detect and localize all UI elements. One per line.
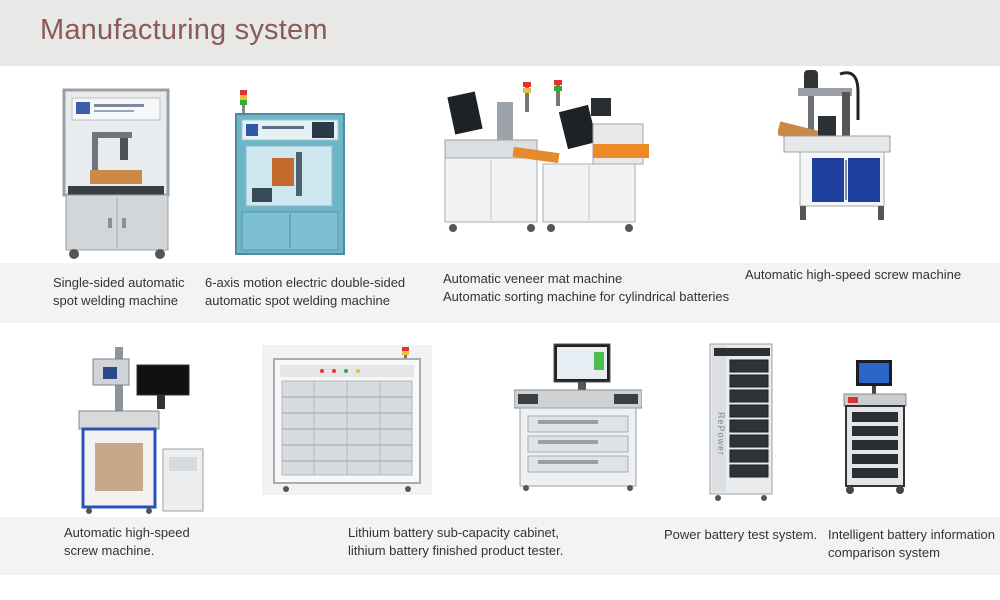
veneer-mat-and-sorting-machine-image — [443, 80, 649, 236]
caption-single-sided-spot-welder: Single-sided automatic spot welding mach… — [53, 275, 185, 308]
finished-product-tester-image — [514, 342, 642, 492]
caption-double-sided-spot-welder: 6-axis motion electric double-sided auto… — [205, 275, 406, 308]
laser-marking-screw-machine-image — [45, 345, 215, 515]
high-speed-screw-machine-image — [778, 68, 894, 226]
caption-band-row2 — [0, 517, 1000, 575]
single-sided-spot-welder-image — [62, 88, 172, 260]
caption-power-battery-test-system: Power battery test system. — [664, 527, 818, 542]
battery-information-comparison-system-image — [840, 358, 910, 496]
header-bar: Manufacturing system — [0, 0, 1000, 66]
caption-veneer-and-sorting-machine: Automatic veneer mat machine Automatic s… — [443, 271, 730, 304]
tower-brand-label: RePower — [716, 412, 726, 457]
power-battery-test-tower-image: RePower — [708, 342, 774, 502]
caption-sub-capacity-cabinet: Lithium battery sub-capacity cabinet, li… — [348, 525, 564, 558]
caption-high-speed-screw-machine: Automatic high-speed screw machine — [745, 267, 962, 282]
page-title: Manufacturing system — [40, 14, 328, 46]
caption-laser-screw-machine: Automatic high-speed screw machine. — [64, 525, 190, 558]
caption-battery-information-comparison: Intelligent battery information comparis… — [828, 527, 995, 560]
double-sided-spot-welder-image — [212, 88, 364, 262]
sub-capacity-cabinet-image — [262, 345, 432, 495]
caption-band-row1 — [0, 263, 1000, 323]
